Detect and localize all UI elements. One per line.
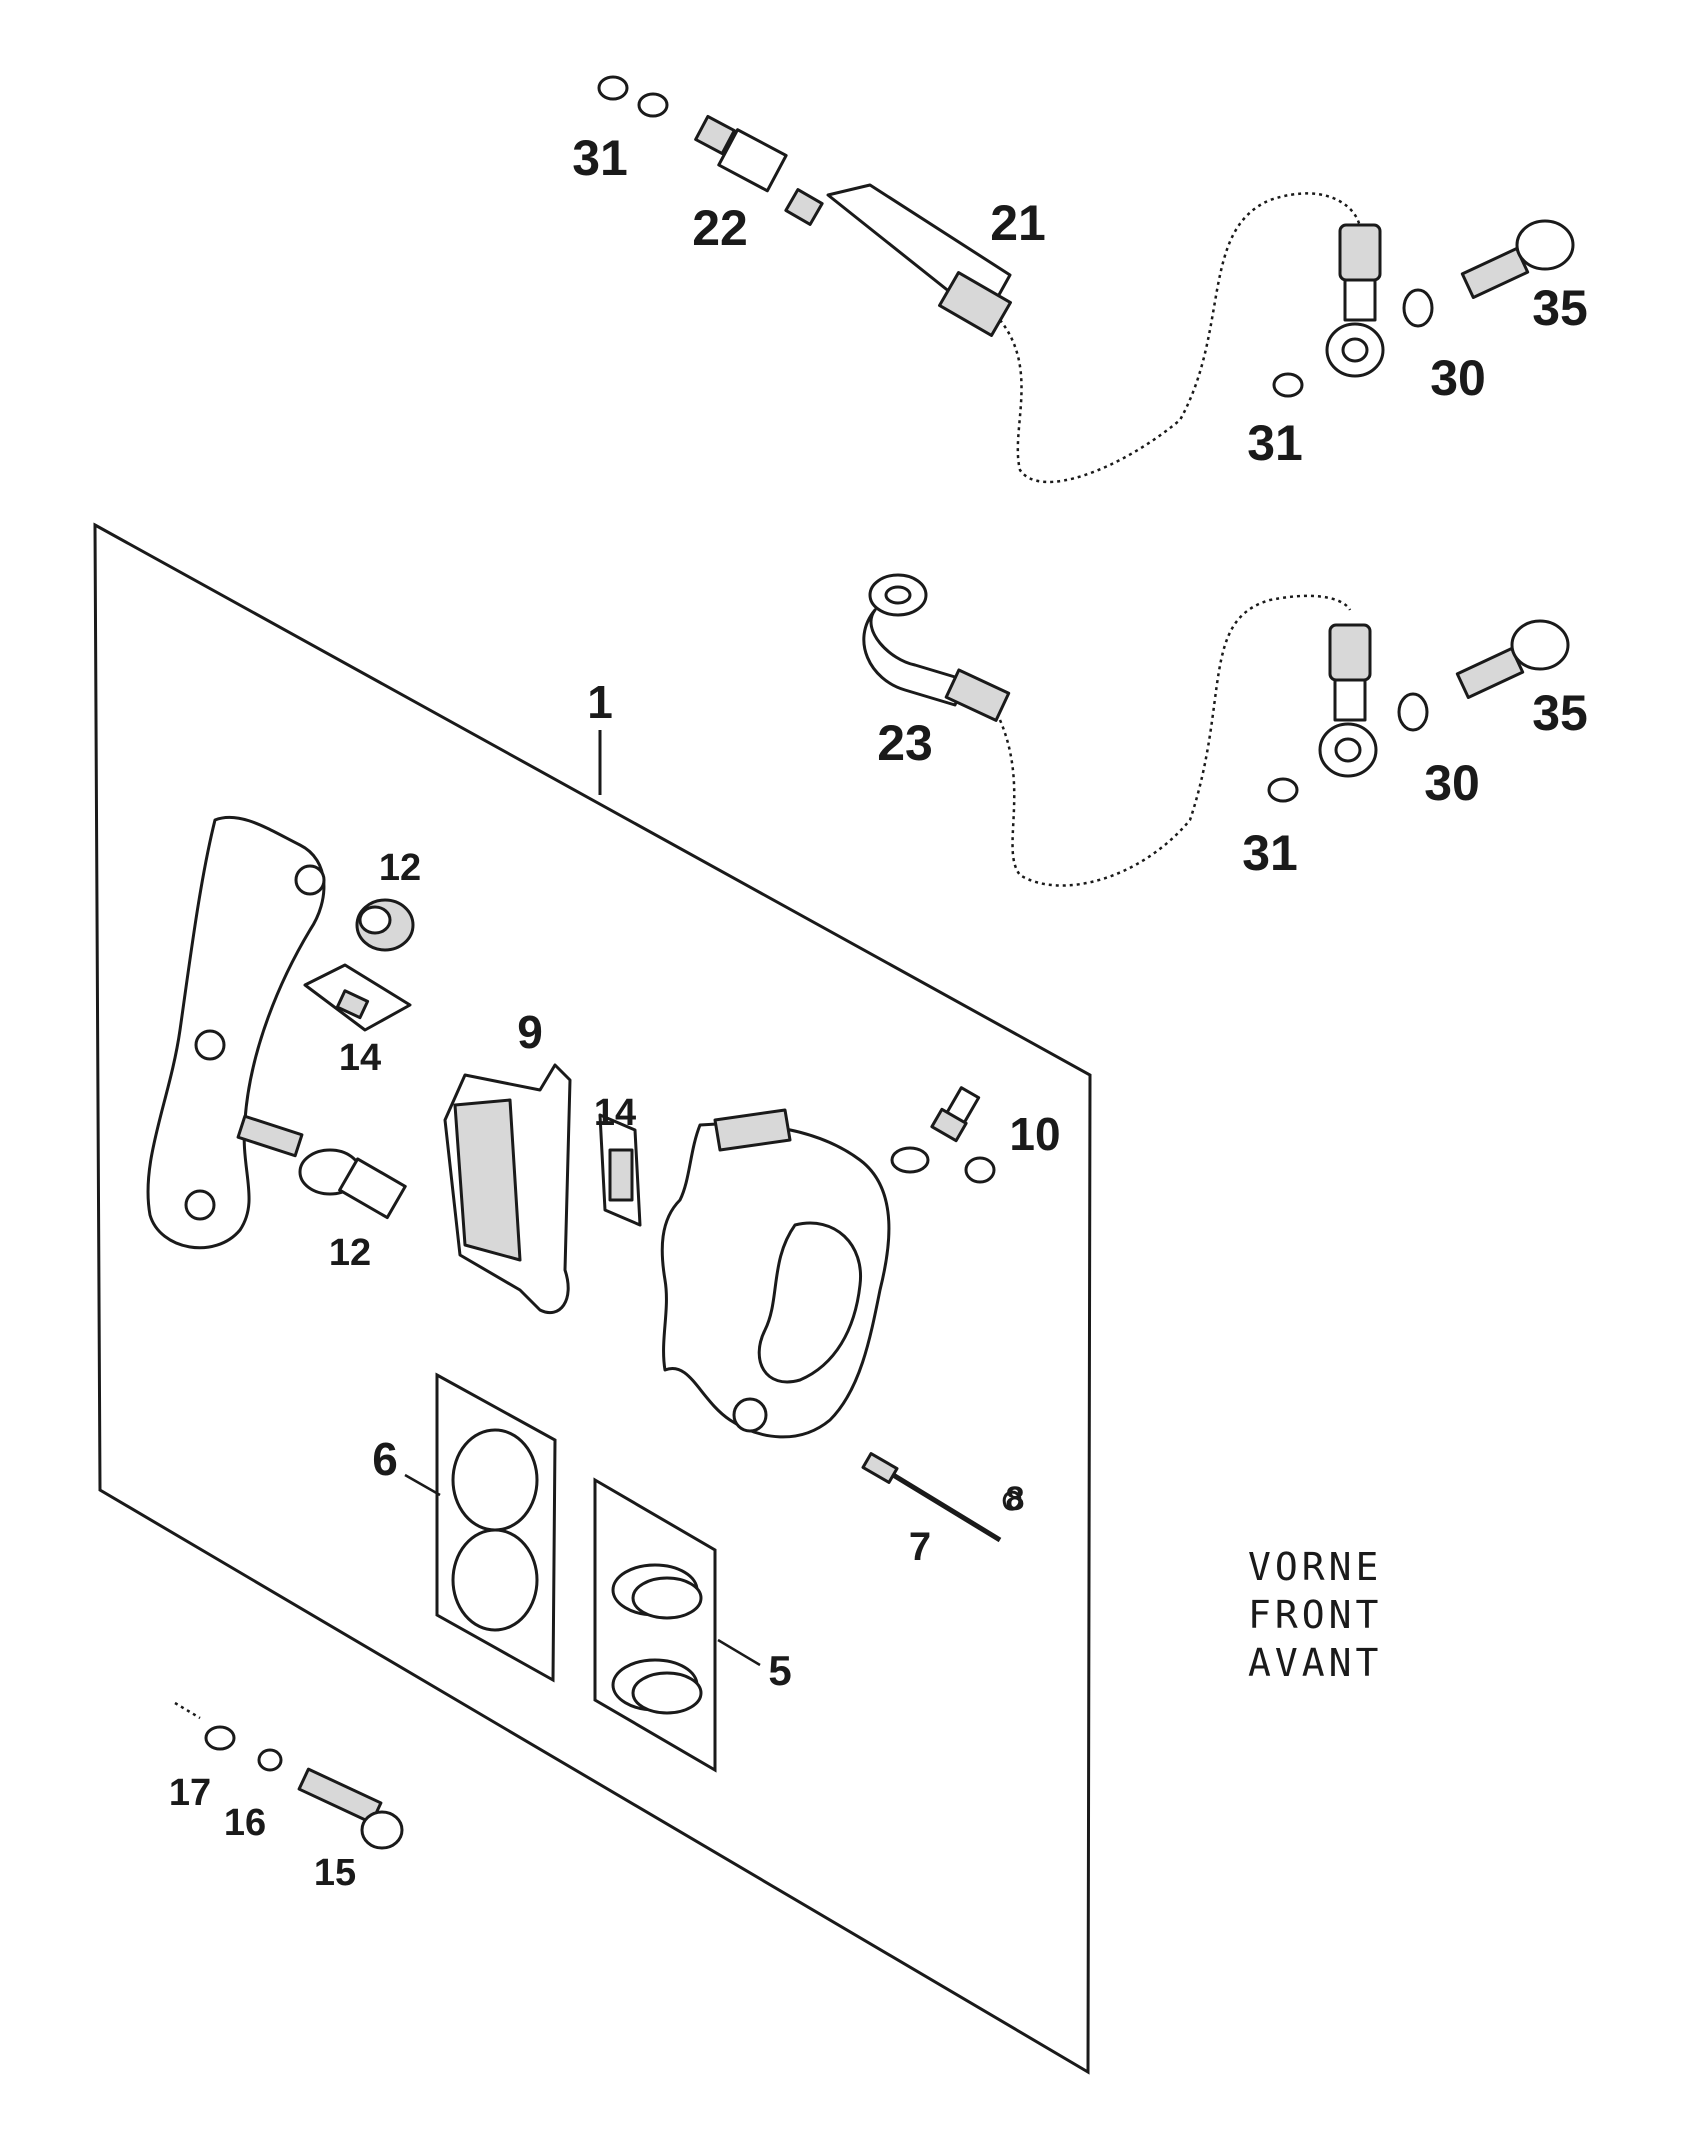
leader-line-6 bbox=[404, 1473, 441, 1497]
pad-spring-14-right bbox=[598, 1113, 642, 1227]
rubber-boot-12-upper bbox=[355, 898, 415, 952]
part-label-31-lower: 31 bbox=[1242, 825, 1298, 881]
part-label-15: 15 bbox=[314, 1852, 356, 1894]
sealing-washer-31-top-a bbox=[597, 75, 629, 101]
bracket-mount-hole-bottom bbox=[184, 1189, 216, 1221]
mounting-bolt-15 bbox=[297, 1767, 404, 1850]
part-label-21: 21 bbox=[990, 195, 1046, 251]
brake-pad-9 bbox=[443, 1063, 572, 1314]
caliper-kit-board bbox=[93, 522, 1092, 2075]
sealing-washer-30-upper bbox=[1402, 288, 1434, 328]
part-label-35-lower: 35 bbox=[1532, 685, 1588, 741]
bleeder-valve-10 bbox=[890, 1086, 996, 1184]
seal-kit-5 bbox=[593, 1477, 717, 1773]
brake-hose-lower bbox=[998, 594, 1352, 887]
retaining-clip-8 bbox=[1002, 1490, 1022, 1511]
part-label-30-lower: 30 bbox=[1424, 755, 1480, 811]
caption-line-vorne: VORNE bbox=[1248, 1545, 1382, 1589]
banjo-fitting-upper bbox=[1325, 223, 1385, 378]
part-label-5: 5 bbox=[768, 1647, 791, 1694]
part-label-8: 8 bbox=[1006, 1480, 1025, 1518]
axis-line-17 bbox=[174, 1701, 201, 1720]
part-label-16: 16 bbox=[224, 1802, 266, 1844]
hose-end-fitting-21 bbox=[784, 183, 1012, 337]
part-label-12-upper: 12 bbox=[379, 847, 421, 889]
part-label-14-right: 14 bbox=[594, 1092, 636, 1134]
sealing-washer-31-upper bbox=[1272, 372, 1304, 398]
piston-set-6 bbox=[435, 1372, 557, 1683]
part-label-31-top: 31 bbox=[572, 130, 628, 186]
sealing-washer-31-lower bbox=[1267, 777, 1299, 803]
part-label-35-upper: 35 bbox=[1532, 280, 1588, 336]
caliper-housing bbox=[660, 1108, 891, 1439]
sealing-washer-31-top-b bbox=[637, 92, 669, 118]
bracket-pin-hole bbox=[194, 1029, 226, 1061]
bracket-mount-hole-top bbox=[294, 864, 326, 896]
caption-line-front: FRONT bbox=[1248, 1593, 1382, 1637]
part-label-22: 22 bbox=[692, 200, 748, 256]
banjo-bolt-35-upper bbox=[1460, 219, 1575, 299]
part-label-7: 7 bbox=[909, 1525, 931, 1569]
guide-pin-bushing-12-lower bbox=[236, 1114, 407, 1220]
part-label-6: 6 bbox=[372, 1433, 398, 1485]
part-label-23: 23 bbox=[877, 715, 933, 771]
part-label-12-lower: 12 bbox=[329, 1232, 371, 1274]
hose-end-fitting-23 bbox=[862, 573, 1011, 722]
brake-hose-upper bbox=[999, 192, 1362, 484]
pad-spring-14-left bbox=[303, 963, 412, 1032]
part-label-14-left: 14 bbox=[339, 1037, 381, 1079]
part-label-31-upper: 31 bbox=[1247, 415, 1303, 471]
part-label-30-upper: 30 bbox=[1430, 350, 1486, 406]
lock-washer-16 bbox=[257, 1748, 283, 1772]
part-label-17: 17 bbox=[169, 1772, 211, 1814]
banjo-bolt-35-lower bbox=[1455, 619, 1570, 699]
part-label-1: 1 bbox=[587, 676, 613, 728]
sealing-washer-30-lower bbox=[1397, 692, 1429, 732]
part-label-10: 10 bbox=[1009, 1108, 1060, 1160]
banjo-fitting-lower bbox=[1318, 623, 1378, 778]
part-label-9: 9 bbox=[517, 1006, 543, 1058]
pin-7 bbox=[861, 1452, 1002, 1543]
banjo-adapter-22 bbox=[694, 114, 788, 193]
washer-17 bbox=[204, 1725, 236, 1751]
caption-line-avant: AVANT bbox=[1248, 1641, 1382, 1685]
leader-line-5 bbox=[717, 1638, 761, 1667]
